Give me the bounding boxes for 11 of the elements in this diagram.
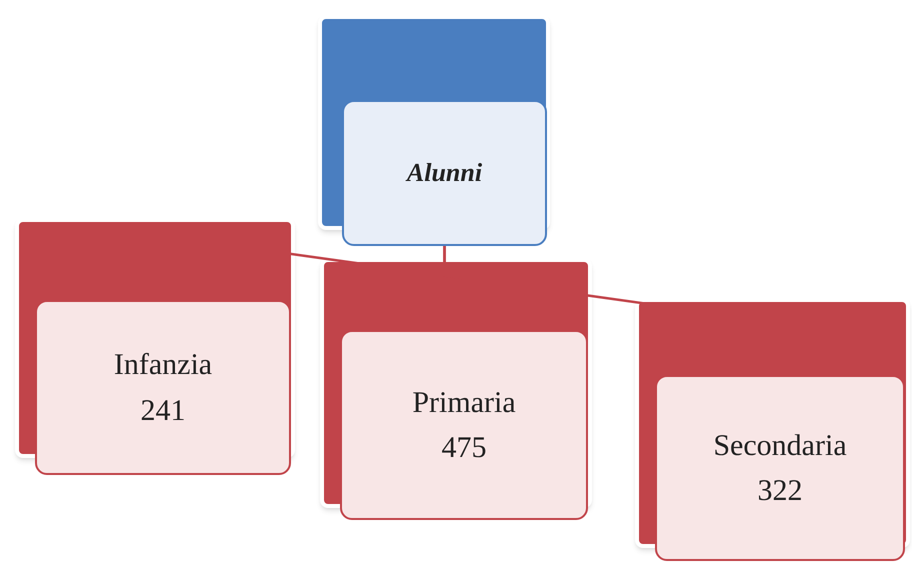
node-label: Alunni	[406, 156, 482, 189]
node-label: 241	[140, 392, 186, 428]
node-label: 475	[442, 430, 486, 466]
node-label: Infanzia	[114, 347, 212, 383]
node-card	[655, 375, 905, 561]
node-label: 322	[758, 473, 802, 509]
node-label: Secondaria	[713, 428, 847, 464]
node-label: Primaria	[412, 384, 516, 420]
node-card	[340, 330, 588, 520]
node-card	[342, 100, 547, 246]
node-card	[35, 300, 291, 475]
